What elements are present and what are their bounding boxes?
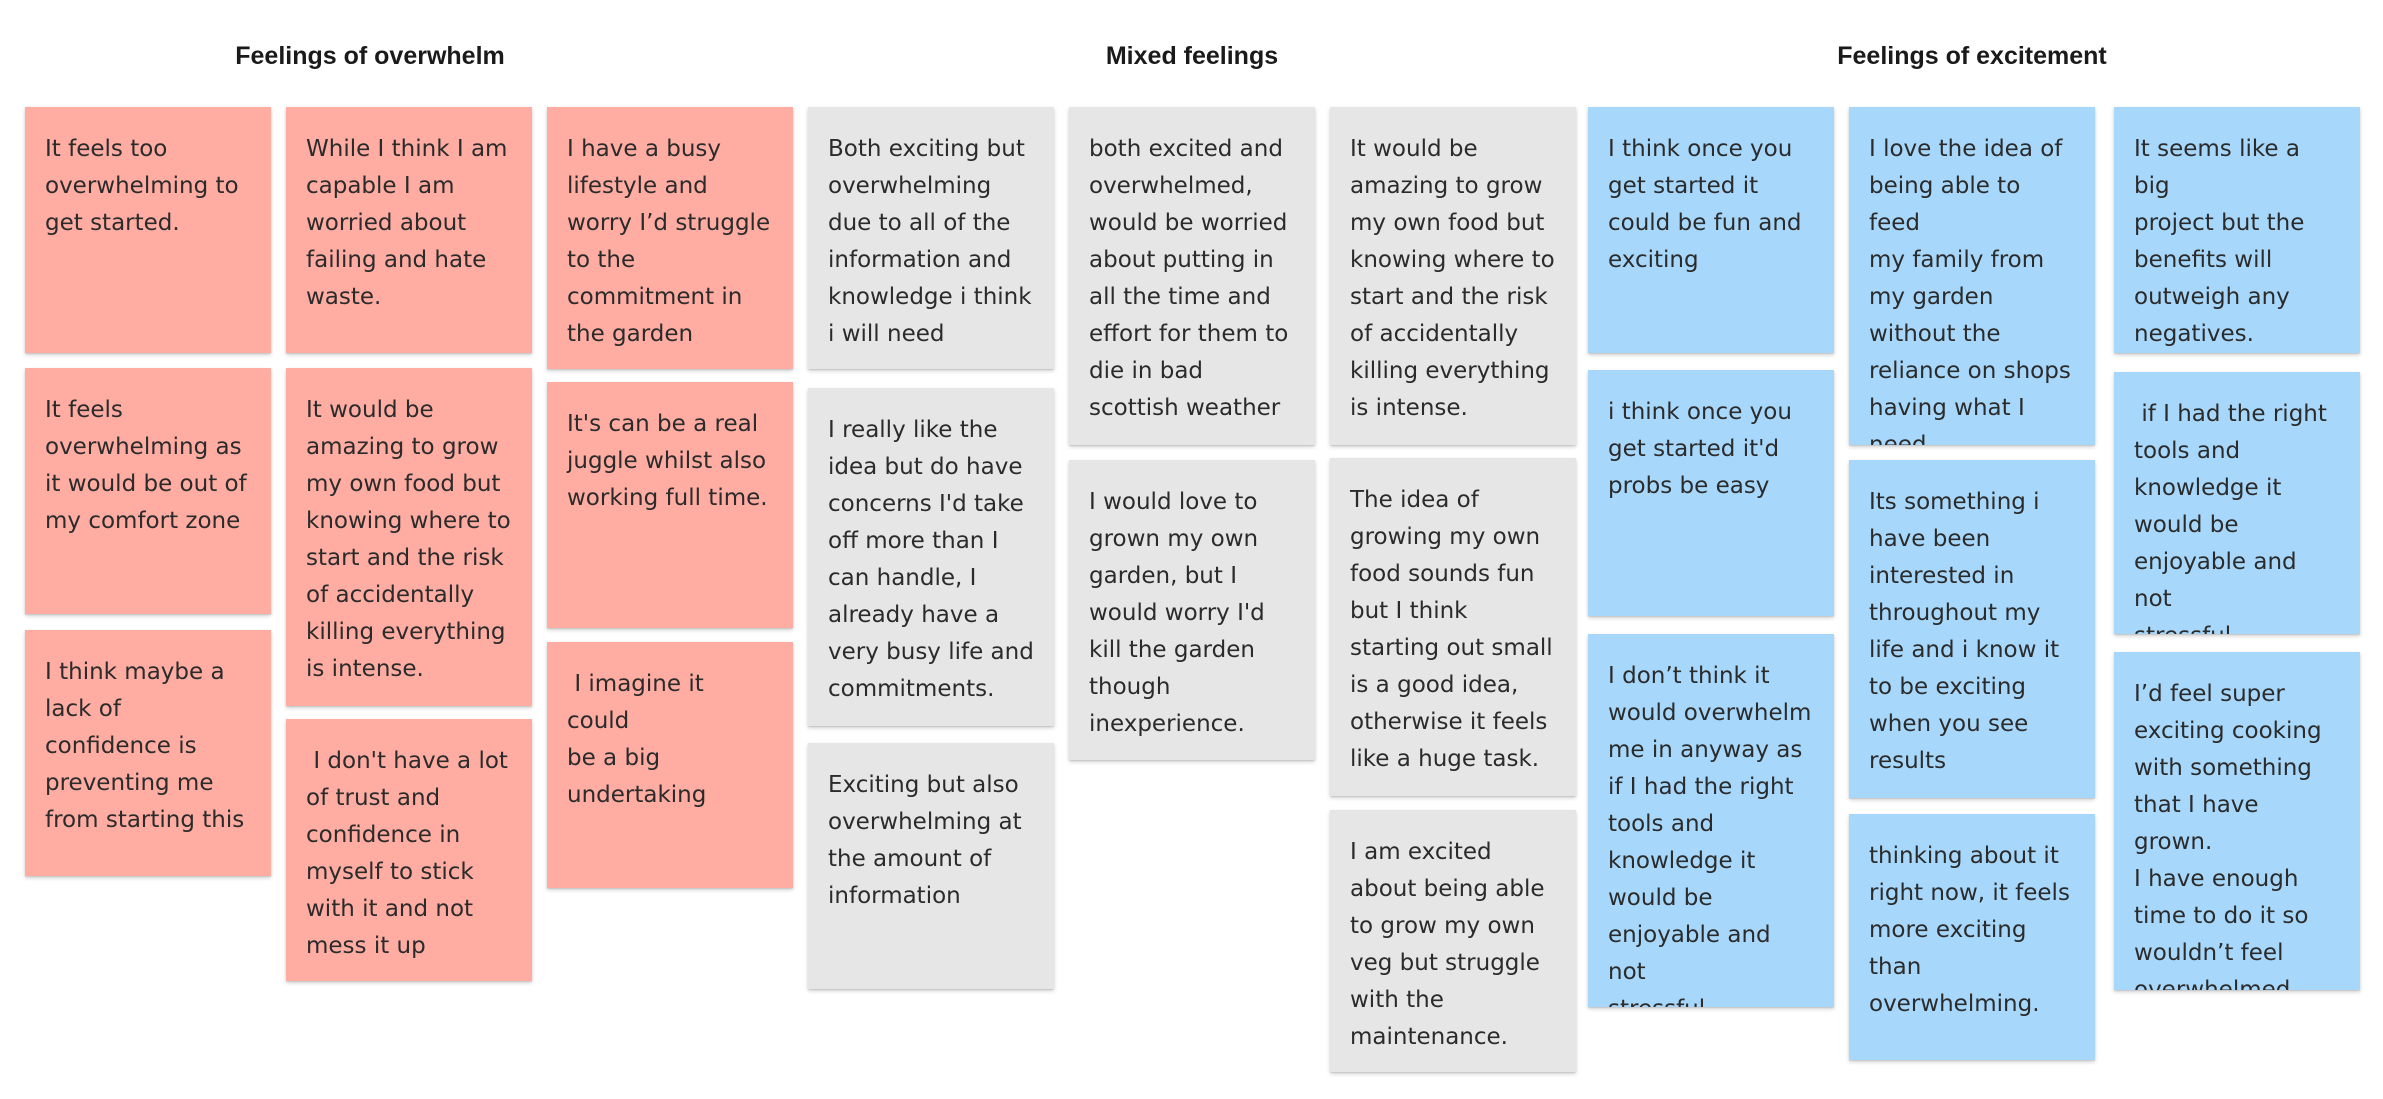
sticky-note[interactable]: It seems like a big project but the bene… [2114,107,2360,353]
sticky-note[interactable]: I don't have a lot of trust and confiden… [286,719,532,981]
sticky-note[interactable]: I think once you get started it could be… [1588,107,1834,353]
sticky-note[interactable]: I really like the idea but do have conce… [808,388,1054,726]
sticky-note[interactable]: Its something i have been interested in … [1849,460,2095,798]
sticky-note[interactable]: I imagine it could be a big undertaking [547,642,793,888]
sticky-note[interactable]: I think maybe a lack of confidence is pr… [25,630,271,876]
group-heading-overwhelm: Feelings of overwhelm [235,42,505,70]
sticky-note[interactable]: Exciting but also overwhelming at the am… [808,743,1054,989]
sticky-note[interactable]: While I think I am capable I am worried … [286,107,532,353]
sticky-note[interactable]: I have a busy lifestyle and worry I’d st… [547,107,793,369]
group-heading-mixed: Mixed feelings [1105,42,1279,70]
sticky-note[interactable]: I don’t think it would overwhelm me in a… [1588,634,1834,1007]
sticky-note[interactable]: I would love to grown my own garden, but… [1069,460,1315,760]
sticky-note[interactable]: I am excited about being able to grow my… [1330,810,1576,1072]
sticky-note[interactable]: Both exciting but overwhelming due to al… [808,107,1054,369]
sticky-note[interactable]: I’d feel super exciting cooking with som… [2114,652,2360,990]
sticky-note[interactable]: I love the idea of being able to feed my… [1849,107,2095,445]
sticky-note[interactable]: i think once you get started it'd probs … [1588,370,1834,616]
sticky-note[interactable]: The idea of growing my own food sounds f… [1330,458,1576,796]
sticky-note[interactable]: It would be amazing to grow my own food … [1330,107,1576,445]
sticky-note[interactable]: It's can be a real juggle whilst also wo… [547,382,793,628]
sticky-note[interactable]: It feels overwhelming as it would be out… [25,368,271,614]
sticky-note[interactable]: thinking about it right now, it feels mo… [1849,814,2095,1060]
sticky-note[interactable]: It would be amazing to grow my own food … [286,368,532,706]
group-heading-excitement: Feelings of excitement [1837,42,2107,70]
sticky-note[interactable]: It feels too overwhelming to get started… [25,107,271,353]
sticky-note[interactable]: if I had the right tools and knowledge i… [2114,372,2360,634]
sticky-note[interactable]: both excited and overwhelmed, would be w… [1069,107,1315,445]
